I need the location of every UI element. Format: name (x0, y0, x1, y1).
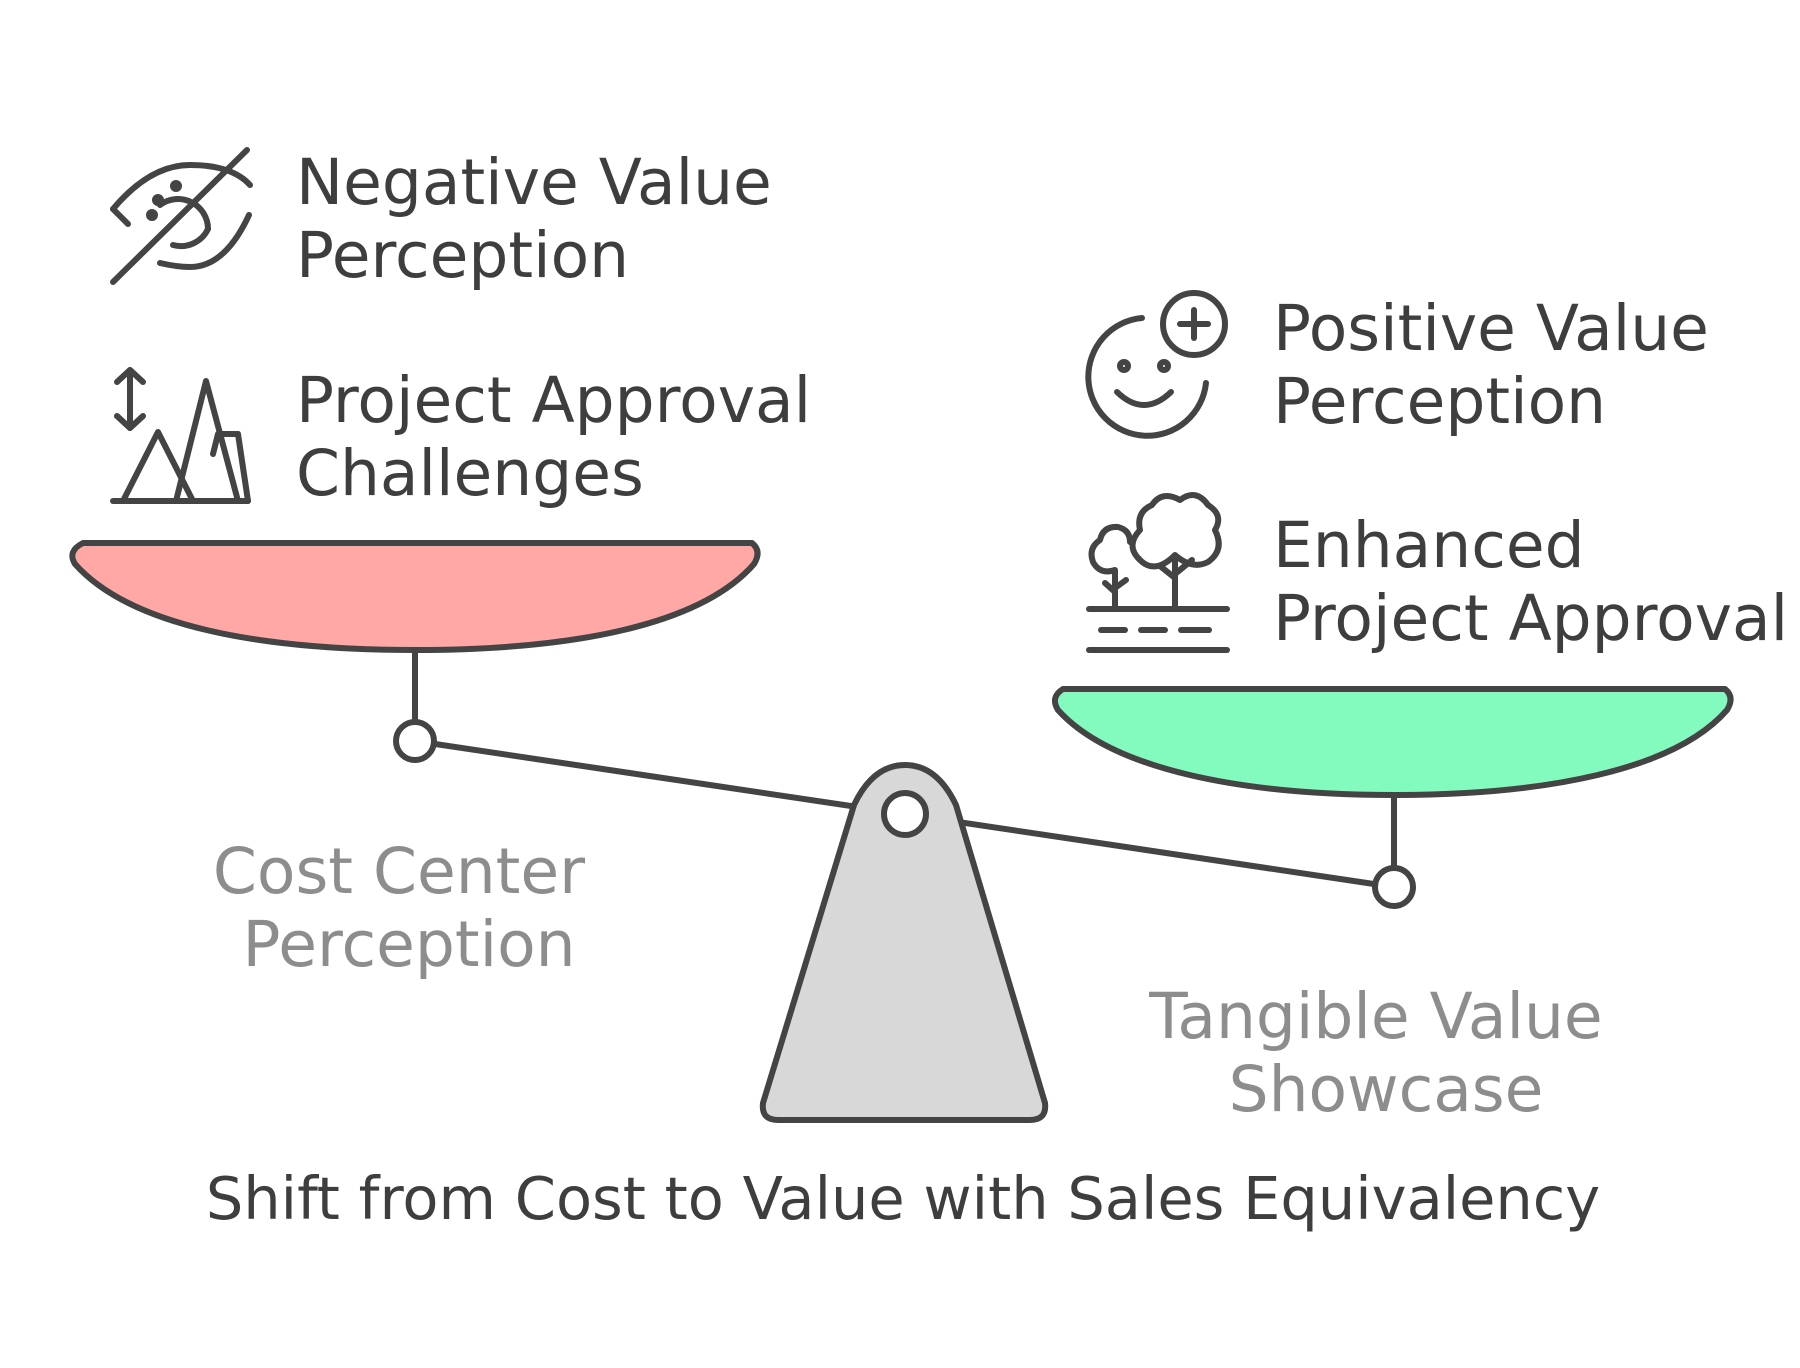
diagram-caption: Shift from Cost to Value with Sales Equi… (206, 1164, 1600, 1233)
right-hanger-pivot (1372, 865, 1416, 909)
mountains-icon (110, 367, 251, 504)
item-label-positive-value: Positive Value Perception (1273, 292, 1729, 438)
fulcrum-base (759, 762, 1049, 1123)
left-hanger-pivot (393, 719, 437, 763)
smiley-plus-icon (1085, 290, 1228, 439)
right-side-label: Tangible Value Showcase (1148, 980, 1622, 1126)
trees-landscape-icon (1086, 492, 1230, 653)
left-pan (69, 540, 761, 653)
item-label-negative-value: Negative Value Perception (296, 146, 792, 292)
fulcrum-pivot (881, 790, 929, 838)
item-label-enhanced-project-approval: Enhanced Project Approval (1273, 509, 1788, 655)
right-pan (1051, 686, 1734, 798)
left-side-label: Cost Center Perception (213, 835, 605, 981)
eye-slash-icon (110, 147, 253, 285)
item-label-project-approval-challenges: Project Approval Challenges (296, 364, 831, 510)
